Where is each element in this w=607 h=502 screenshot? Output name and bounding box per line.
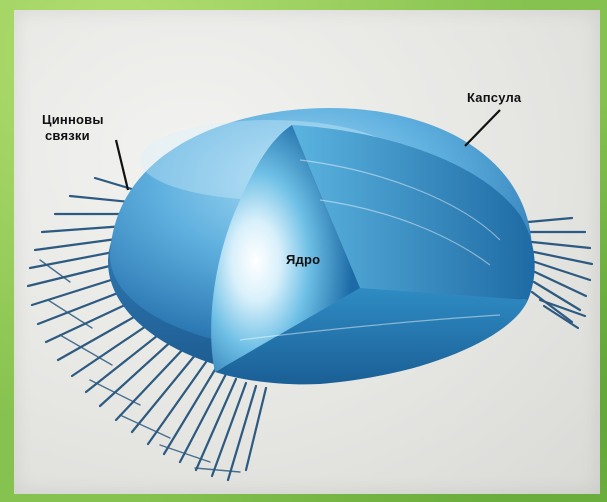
nucleus-label: Ядро [286,252,320,267]
zonules-label-line2: связки [45,128,90,143]
capsule-label: Капсула [467,90,521,105]
zonules-pointer [116,140,128,190]
capsule-pointer [465,110,500,146]
zonular-fibers-right [528,218,592,328]
zonules-label-line1: Цинновы [42,112,104,127]
